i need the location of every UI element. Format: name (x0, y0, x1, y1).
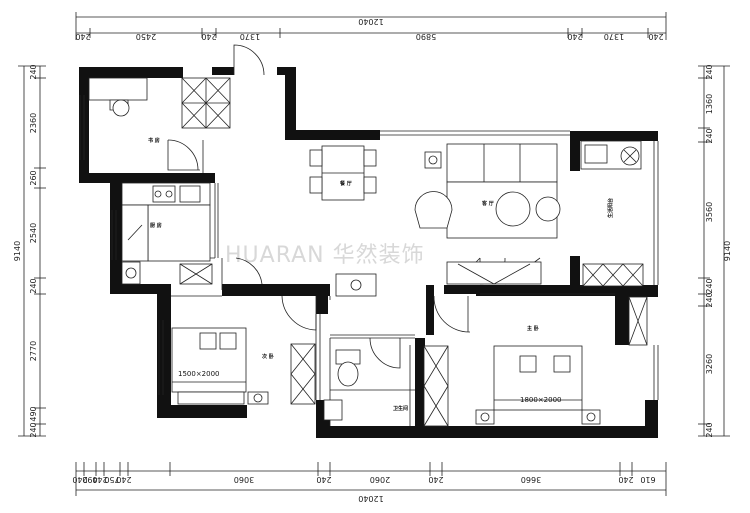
dining-furniture (309, 145, 377, 201)
dim-right-1: 240 (705, 64, 714, 79)
dim-bottom-9: 240 (428, 475, 443, 484)
dim-top-3: 240 (201, 32, 216, 41)
dim-bottom-3: 240 (92, 475, 107, 484)
dim-top-5: 5890 (416, 32, 436, 41)
dim-left-1: 240 (29, 64, 38, 79)
dim-bottom-10: 3660 (521, 475, 541, 484)
dim-bottom-4: 750 (104, 475, 119, 484)
second-bedroom-furniture (171, 327, 316, 405)
bed-size-second: 1500×2000 (178, 370, 220, 378)
dim-left-3: 260 (29, 170, 38, 185)
walls (79, 67, 658, 438)
dim-right-total: 9140 (723, 241, 732, 261)
dimension-top (75, 12, 667, 40)
label-living: 客 厅 (481, 200, 494, 207)
dim-right-8: 240 (705, 422, 714, 437)
dim-bottom-2: 490 (82, 475, 97, 484)
dim-bottom-6: 3060 (234, 475, 254, 484)
windows-partitions (79, 95, 659, 426)
dim-top-8: 240 (648, 32, 663, 41)
bathroom-furniture (323, 273, 449, 427)
dim-right-5: 240 (705, 278, 714, 293)
dim-right-4: 3560 (705, 202, 714, 222)
label-dining: 餐 厅 (339, 180, 352, 187)
dim-bottom-8: 2060 (370, 475, 390, 484)
master-bedroom-furniture (475, 296, 648, 425)
dim-left-7: 490 (29, 406, 38, 421)
dim-left-total: 9140 (13, 241, 22, 261)
label-kitchen: 厨 房 (150, 222, 162, 229)
dim-right-7: 3260 (705, 354, 714, 374)
dim-top-6: 240 (567, 32, 582, 41)
bed-size-master: 1800×2000 (520, 396, 562, 404)
dim-left-8: 240 (29, 422, 38, 437)
dim-bottom-1: 240 (72, 475, 87, 484)
dim-right-6: 240 (705, 292, 714, 307)
dim-left-4: 2540 (29, 223, 38, 243)
dim-right-3: 240 (705, 128, 714, 143)
dim-top-7: 1370 (604, 32, 624, 41)
dim-left-2: 2360 (29, 113, 38, 133)
dim-top-total: 12040 (358, 17, 383, 26)
dim-bottom-7: 240 (316, 475, 331, 484)
living-furniture (414, 143, 561, 285)
label-balcony: 生活阳台 (607, 198, 614, 218)
dim-top-4: 1370 (240, 32, 260, 41)
balcony-furniture (580, 140, 644, 287)
label-master-bedroom: 主 卧 (527, 325, 539, 332)
dim-right-2: 1360 (705, 94, 714, 114)
kitchen-furniture (121, 182, 213, 285)
dim-left-6: 2770 (29, 341, 38, 361)
dim-top-2: 2450 (136, 32, 156, 41)
watermark: HUARAN 华然装饰 (225, 243, 425, 268)
label-bathroom: 卫生间 (393, 405, 408, 412)
dim-top-1: 240 (75, 32, 90, 41)
label-second-bedroom: 次 卧 (262, 353, 274, 360)
dimension-left (18, 65, 46, 437)
dim-bottom-5: 240 (116, 475, 131, 484)
dimension-bottom (75, 462, 667, 496)
label-study: 书 房 (148, 137, 160, 144)
dim-left-5: 240 (29, 278, 38, 293)
study-furniture (88, 77, 231, 129)
dim-bottom-12: 610 (640, 475, 655, 484)
dim-bottom-total: 12040 (358, 494, 383, 503)
dimension-right (698, 65, 730, 437)
dim-bottom-11: 240 (618, 475, 633, 484)
